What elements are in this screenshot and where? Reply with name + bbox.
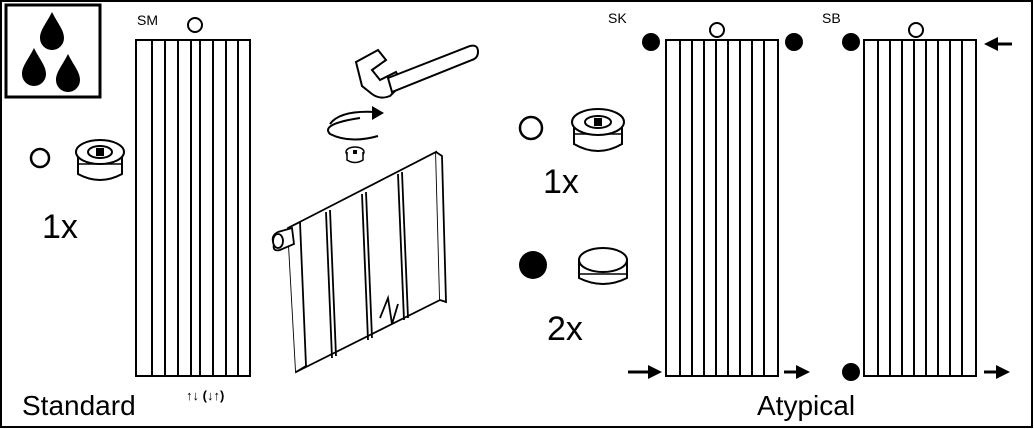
sk-vent-marker bbox=[709, 22, 725, 38]
small-valve-icon bbox=[345, 146, 365, 164]
blind-plug-icon bbox=[578, 247, 628, 285]
air-vent-valve-icon-atypical bbox=[571, 108, 625, 152]
qty-atypical-plug: 2x bbox=[547, 310, 583, 348]
sb-plug-marker-top bbox=[842, 33, 860, 51]
open-circle-marker bbox=[29, 147, 51, 169]
sb-inlet-arrow bbox=[984, 37, 1012, 51]
radiator-sk bbox=[665, 39, 779, 377]
sb-outlet-arrow bbox=[984, 365, 1010, 379]
label-sb: SB bbox=[822, 10, 841, 26]
label-standard: Standard bbox=[22, 390, 136, 421]
open-circle-marker-atypical bbox=[518, 115, 544, 141]
sk-inlet-arrow bbox=[628, 365, 662, 379]
sb-vent-marker bbox=[908, 22, 924, 38]
label-sm: SM bbox=[137, 12, 158, 28]
sk-plug-marker-left bbox=[642, 33, 660, 51]
air-vent-valve-icon bbox=[75, 139, 125, 181]
water-drops-icon bbox=[4, 3, 102, 99]
label-atypical: Atypical bbox=[757, 390, 855, 421]
radiator-sb bbox=[863, 39, 977, 377]
wrench-icon bbox=[354, 44, 480, 99]
sb-plug-marker-bottom bbox=[842, 363, 860, 381]
qty-standard-valve: 1x bbox=[42, 208, 78, 246]
radiator-perspective bbox=[271, 150, 447, 374]
sk-outlet-arrow bbox=[784, 365, 810, 379]
rotate-arrow-icon bbox=[327, 106, 384, 141]
radiator-sm bbox=[135, 39, 251, 377]
filled-circle-marker bbox=[519, 251, 547, 279]
qty-atypical-valve: 1x bbox=[543, 163, 579, 201]
vent-position-marker bbox=[187, 17, 203, 33]
flow-direction-mark: ↑↓ (↓↑) bbox=[186, 388, 224, 403]
sk-plug-marker-right bbox=[785, 33, 803, 51]
label-sk: SK bbox=[608, 10, 627, 26]
